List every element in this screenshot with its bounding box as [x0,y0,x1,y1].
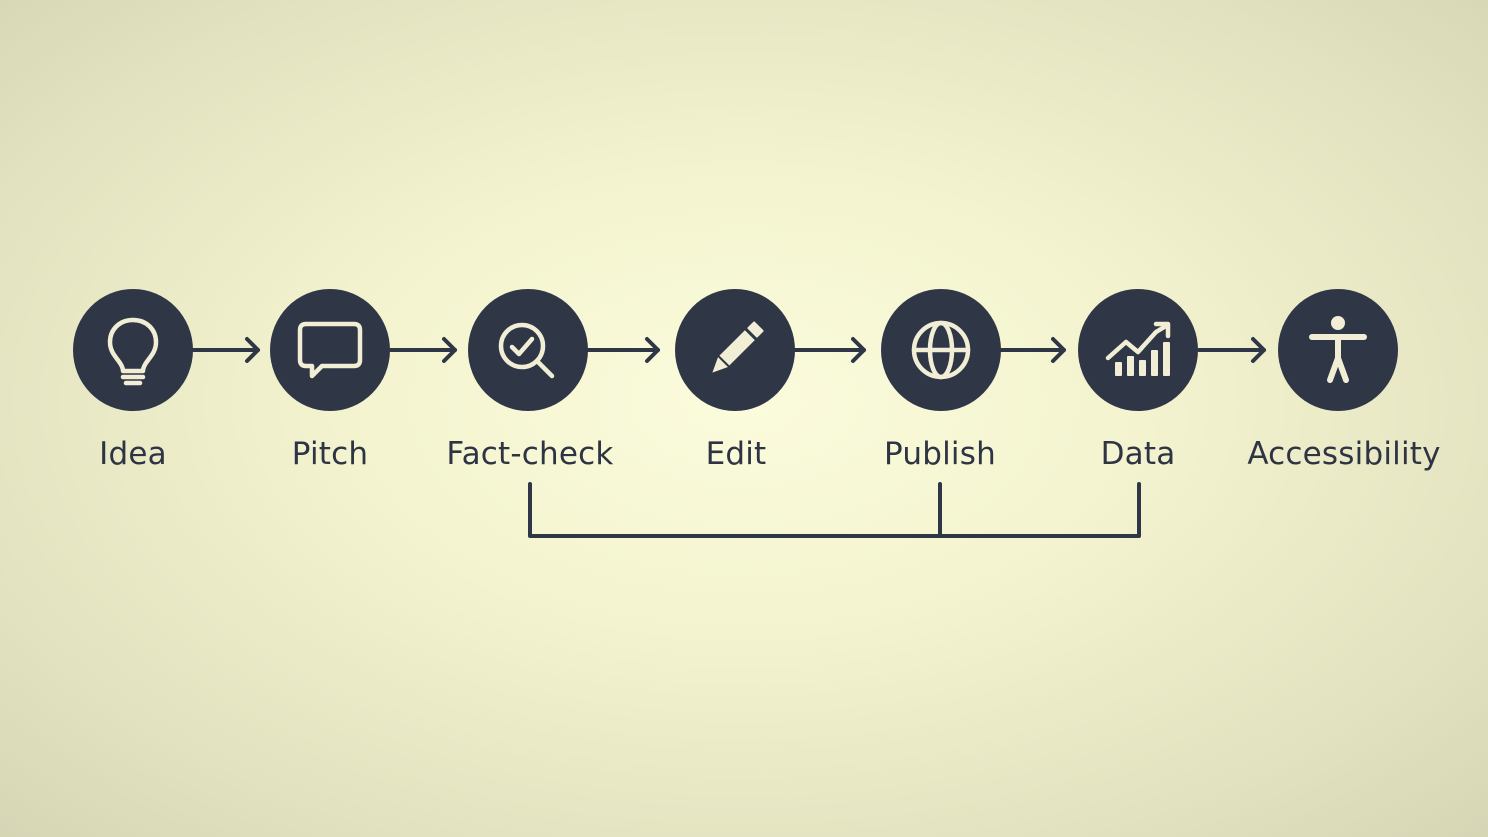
globe-icon [911,320,971,380]
step-pitch-label: Pitch [291,436,369,472]
magnifier-check-icon [498,322,555,379]
flow-arrow-2 [388,337,457,363]
step-data-node[interactable] [1078,289,1198,411]
step-publish-node[interactable] [881,289,1001,411]
step-factcheck-node[interactable] [468,289,588,411]
step-accessibility-node[interactable] [1278,289,1398,411]
step-idea-node[interactable] [73,289,193,411]
step-edit-node[interactable] [675,289,795,411]
step-factcheck-label: Fact-check [446,436,614,472]
step-pitch-node[interactable] [270,289,390,411]
flow-arrow-6 [1197,337,1266,363]
step-publish-label: Publish [884,436,996,472]
speech-bubble-icon [297,321,363,379]
step-accessibility-label: Accessibility [1247,436,1441,472]
lightbulb-icon [107,317,159,386]
flow-arrow-1 [191,337,260,363]
flow-arrow-5 [999,337,1066,363]
pencil-icon [712,321,764,373]
step-idea-label: Idea [99,436,167,472]
flow-arrow-4 [793,337,866,363]
step-data-label: Data [1100,436,1176,472]
flow-arrow-3 [586,337,660,363]
accessibility-person-icon [1309,316,1367,383]
bar-chart-trend-icon [1105,321,1171,376]
feedback-bracket [528,482,1141,538]
step-edit-label: Edit [705,436,767,472]
